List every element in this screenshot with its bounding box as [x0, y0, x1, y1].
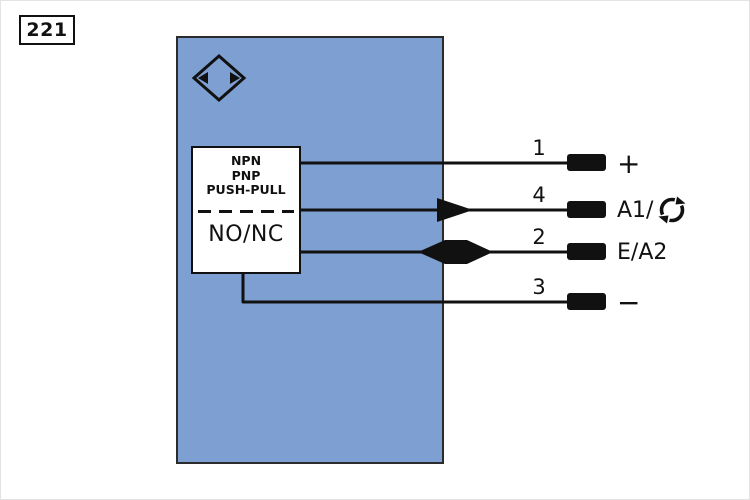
diamond-outline	[191, 54, 247, 102]
sensor-diamond-icon	[191, 54, 247, 102]
io-link-ring	[660, 197, 685, 223]
terminal-label-ea2: E/A2	[617, 238, 667, 266]
mode-divider	[198, 210, 294, 213]
io-link-icon	[658, 196, 686, 224]
contact-type-label: NO/NC	[208, 222, 284, 247]
pin-label-1: 1	[532, 136, 546, 160]
pin-label-4: 4	[532, 183, 546, 207]
diamond-left-notch	[198, 72, 208, 84]
terminal-pin2	[567, 243, 606, 260]
terminal-label-minus: −	[617, 285, 641, 319]
output-type-push-pull: PUSH-PULL	[206, 182, 286, 197]
io-link-arrow-top	[675, 196, 686, 205]
io-link-arrow-bottom	[658, 215, 669, 224]
terminal-pin4	[567, 201, 606, 218]
output-stage-block: NPN PNP PUSH-PULL NO/NC	[191, 146, 301, 274]
plus-sign: +	[617, 146, 641, 180]
output-type-npn: NPN	[230, 153, 262, 168]
output-arrow-icon	[437, 198, 473, 222]
pin-label-2: 2	[532, 225, 546, 249]
bidirectional-arrow-icon	[418, 240, 493, 264]
terminal-label-plus: +	[617, 146, 641, 180]
pin-label-3: 3	[532, 275, 546, 299]
minus-sign: −	[617, 285, 641, 319]
terminal-pin1	[567, 154, 606, 171]
figure-number: 221	[26, 19, 68, 41]
wire-pin3	[241, 273, 567, 304]
ea2-label: E/A2	[617, 239, 668, 265]
figure-number-box: 221	[19, 15, 75, 45]
terminal-label-a1: A1/	[617, 196, 686, 224]
output-type-list: NPN PNP PUSH-PULL	[193, 153, 299, 198]
output-type-pnp: PNP	[231, 167, 261, 183]
diamond-right-notch	[230, 72, 240, 84]
a1-label: A1/	[617, 197, 654, 223]
terminal-pin3	[567, 293, 606, 310]
